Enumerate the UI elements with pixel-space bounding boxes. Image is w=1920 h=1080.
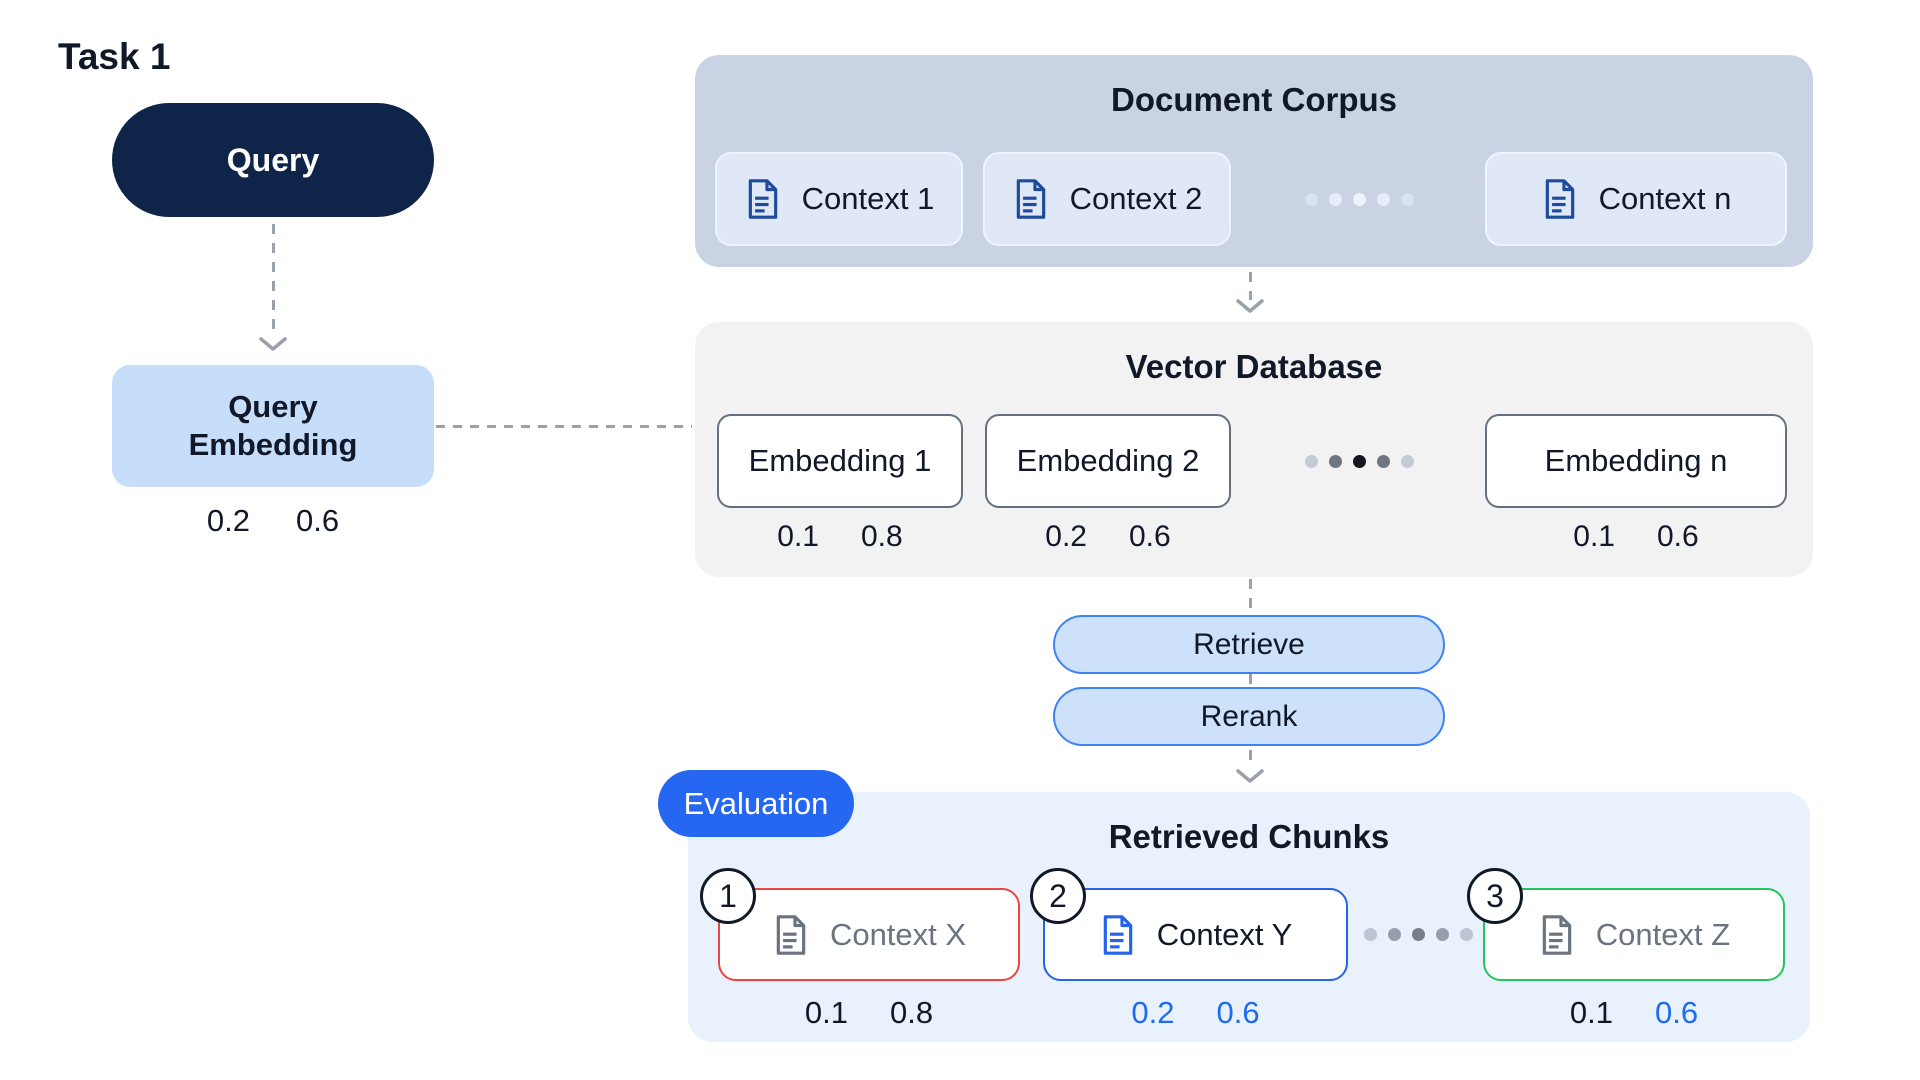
context-card: Context 2 xyxy=(983,152,1231,246)
embedding-value: 0.8 xyxy=(861,520,903,553)
retrieve-label: Retrieve xyxy=(1193,627,1305,661)
embedding-value: 0.1 xyxy=(1573,520,1615,553)
query-embedding-values: 0.2 0.6 xyxy=(112,503,434,539)
dashed-arrow-down xyxy=(272,224,275,336)
chunk-values: 0.1 0.6 xyxy=(1483,995,1785,1031)
embedding-value: 0.6 xyxy=(1657,520,1699,553)
evaluation-badge-label: Evaluation xyxy=(683,785,829,821)
retrieved-chunk-card: Context Y xyxy=(1043,888,1348,981)
chunk-label: Context X xyxy=(829,916,967,952)
dashed-arrow-down xyxy=(1249,272,1252,300)
chunk-label: Context Z xyxy=(1595,916,1731,952)
document-icon xyxy=(1099,914,1137,956)
vector-database-container: Vector Database Embedding 1 Embedding 2 … xyxy=(695,322,1813,577)
query-embedding-node: Query Embedding xyxy=(112,365,434,487)
retrieved-chunks-title: Retrieved Chunks xyxy=(1108,818,1390,855)
retrieve-step: Retrieve xyxy=(1053,615,1445,674)
rank-number: 1 xyxy=(719,877,737,914)
rank-badge: 2 xyxy=(1030,868,1086,924)
document-icon xyxy=(772,914,810,956)
arrowhead-icon xyxy=(259,337,287,351)
document-icon xyxy=(1541,178,1579,220)
chunk-values: 0.1 0.8 xyxy=(718,995,1020,1031)
query-embedding-label: Query Embedding xyxy=(188,389,358,462)
embedding-card: Embedding 1 xyxy=(717,414,963,508)
document-corpus-container: Document Corpus Context 1 Context 2 Cont… xyxy=(695,55,1813,267)
rank-badge: 1 xyxy=(700,868,756,924)
document-icon xyxy=(1538,914,1576,956)
embedding-card: Embedding 2 xyxy=(985,414,1231,508)
document-corpus-title: Document Corpus xyxy=(1110,81,1397,118)
arrowhead-icon xyxy=(1236,769,1264,783)
retrieved-chunk-card: Context Z xyxy=(1483,888,1785,981)
context-card-label: Context 1 xyxy=(801,181,935,216)
embedding-card-label: Embedding 1 xyxy=(748,443,932,478)
query-label: Query xyxy=(226,141,320,178)
dashed-link-horizontal xyxy=(436,425,692,428)
chunk-label: Context Y xyxy=(1156,916,1293,952)
context-card-label: Context n xyxy=(1598,181,1732,216)
embedding-values: 0.1 0.8 xyxy=(717,520,963,554)
dashed-arrow-down xyxy=(1249,579,1252,769)
query-node: Query xyxy=(112,103,434,217)
embedding-value: 0.2 xyxy=(1045,520,1087,553)
context-card-label: Context 2 xyxy=(1069,181,1203,216)
embedding-value: 0.6 xyxy=(1129,520,1171,553)
task-title: Task 1 xyxy=(58,36,171,77)
chunk-value: 0.8 xyxy=(890,995,934,1030)
chunk-values: 0.2 0.6 xyxy=(1043,995,1348,1031)
embedding-card-label: Embedding 2 xyxy=(1016,443,1200,478)
retrieved-chunks-container: Retrieved Chunks 1 Context X 2 Context Y… xyxy=(688,792,1810,1042)
arrowhead-icon xyxy=(1236,299,1264,313)
retrieved-chunk-card: Context X xyxy=(718,888,1020,981)
chunk-value: 0.1 xyxy=(1569,995,1613,1030)
embedding-value: 0.2 xyxy=(206,503,250,538)
chunk-value: 0.6 xyxy=(1655,995,1699,1030)
embedding-values: 0.1 0.6 xyxy=(1485,520,1787,554)
rank-number: 3 xyxy=(1486,877,1504,914)
ellipsis-dots xyxy=(1348,888,1488,981)
vector-database-title: Vector Database xyxy=(1125,348,1383,385)
context-card: Context n xyxy=(1485,152,1787,246)
evaluation-badge: Evaluation xyxy=(658,770,854,837)
ellipsis-dots xyxy=(1279,152,1439,246)
ellipsis-dots xyxy=(1279,414,1439,508)
rank-number: 2 xyxy=(1049,877,1067,914)
rerank-step: Rerank xyxy=(1053,687,1445,746)
embedding-card: Embedding n xyxy=(1485,414,1787,508)
chunk-value: 0.6 xyxy=(1216,995,1260,1030)
embedding-values: 0.2 0.6 xyxy=(985,520,1231,554)
embedding-value: 0.6 xyxy=(296,503,340,538)
chunk-value: 0.2 xyxy=(1131,995,1175,1030)
rank-badge: 3 xyxy=(1467,868,1523,924)
context-card: Context 1 xyxy=(715,152,963,246)
document-icon xyxy=(744,178,782,220)
chunk-value: 0.1 xyxy=(804,995,848,1030)
embedding-value: 0.1 xyxy=(777,520,819,553)
document-icon xyxy=(1012,178,1050,220)
rerank-label: Rerank xyxy=(1200,699,1298,733)
embedding-card-label: Embedding n xyxy=(1544,443,1728,478)
